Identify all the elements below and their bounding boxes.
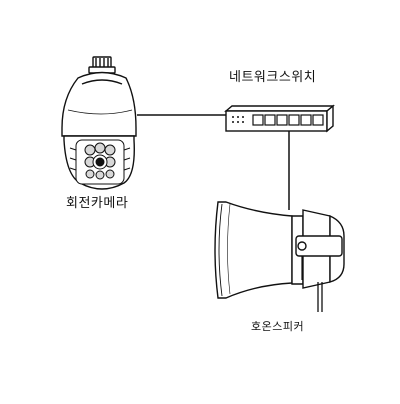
network-switch-icon [224,104,335,133]
horn-speaker-icon [214,201,345,312]
ptz-dome-camera-icon [61,56,137,190]
network-switch-label: 네트워크스위치 [229,70,317,85]
horn-speaker-label: 호온스피커 [251,320,305,333]
connection-lines [137,114,290,210]
rotating-camera-label: 회전카메라 [66,196,129,211]
